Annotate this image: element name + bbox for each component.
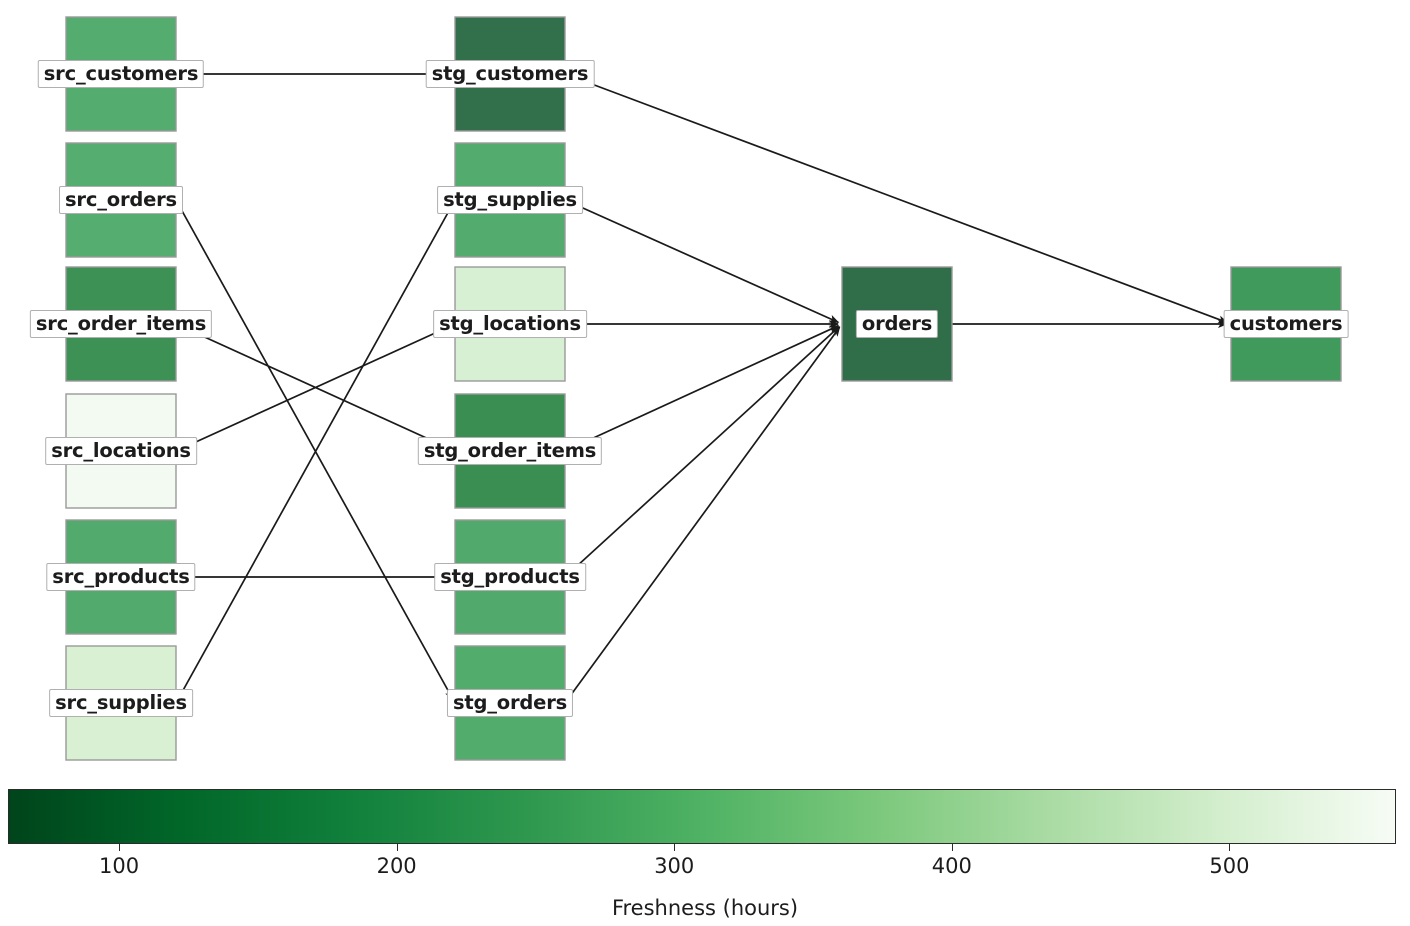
colorbar-tick-label-200: 200 [376,854,417,878]
colorbar-tick-label-300: 300 [654,854,695,878]
colorbar-tick-label-100: 100 [98,854,140,878]
edge-stg_supplies-to-orders [564,199,840,324]
node-label-stg_supplies[interactable]: stg_supplies [437,185,583,215]
edge-stg_products-to-orders [564,326,840,578]
edge-stg_customers-to-customers [564,73,1229,324]
nodes-layer [65,16,1342,761]
colorbar-tick-100 [119,844,121,851]
edge-src_order_items-to-stg_order_items [175,323,453,451]
node-label-stg_orders[interactable]: stg_orders [446,688,574,718]
colorbar [8,789,1396,844]
node-label-src_orders[interactable]: src_orders [59,185,183,215]
node-label-stg_order_items[interactable]: stg_order_items [417,436,603,466]
colorbar-axis-label: Freshness (hours) [611,896,799,920]
colorbar-tick-400 [951,844,953,851]
edge-stg_order_items-to-orders [564,324,840,452]
colorbar-tick-200 [396,844,398,851]
colorbar-tick-500 [1229,844,1231,851]
edge-src_locations-to-stg_locations [175,324,453,452]
colorbar-gradient [9,790,1395,843]
node-label-src_supplies[interactable]: src_supplies [49,688,193,718]
edge-stg_orders-to-orders [564,326,841,704]
node-label-stg_locations[interactable]: stg_locations [433,309,587,339]
node-label-stg_products[interactable]: stg_products [434,562,586,592]
node-label-orders[interactable]: orders [855,309,939,339]
colorbar-tick-label-400: 400 [931,854,972,878]
node-label-customers[interactable]: customers [1223,309,1349,339]
node-label-src_order_items[interactable]: src_order_items [29,309,213,339]
colorbar-tick-300 [674,844,676,851]
edge-src_supplies-to-stg_supplies [175,202,454,704]
node-label-src_customers[interactable]: src_customers [37,59,205,89]
node-label-src_products[interactable]: src_products [46,562,196,592]
colorbar-tick-label-500: 500 [1209,854,1250,878]
node-label-src_locations[interactable]: src_locations [45,436,197,466]
edge-src_orders-to-stg_orders [175,199,454,701]
node-label-stg_customers[interactable]: stg_customers [425,59,595,89]
edges-layer [175,73,1229,704]
